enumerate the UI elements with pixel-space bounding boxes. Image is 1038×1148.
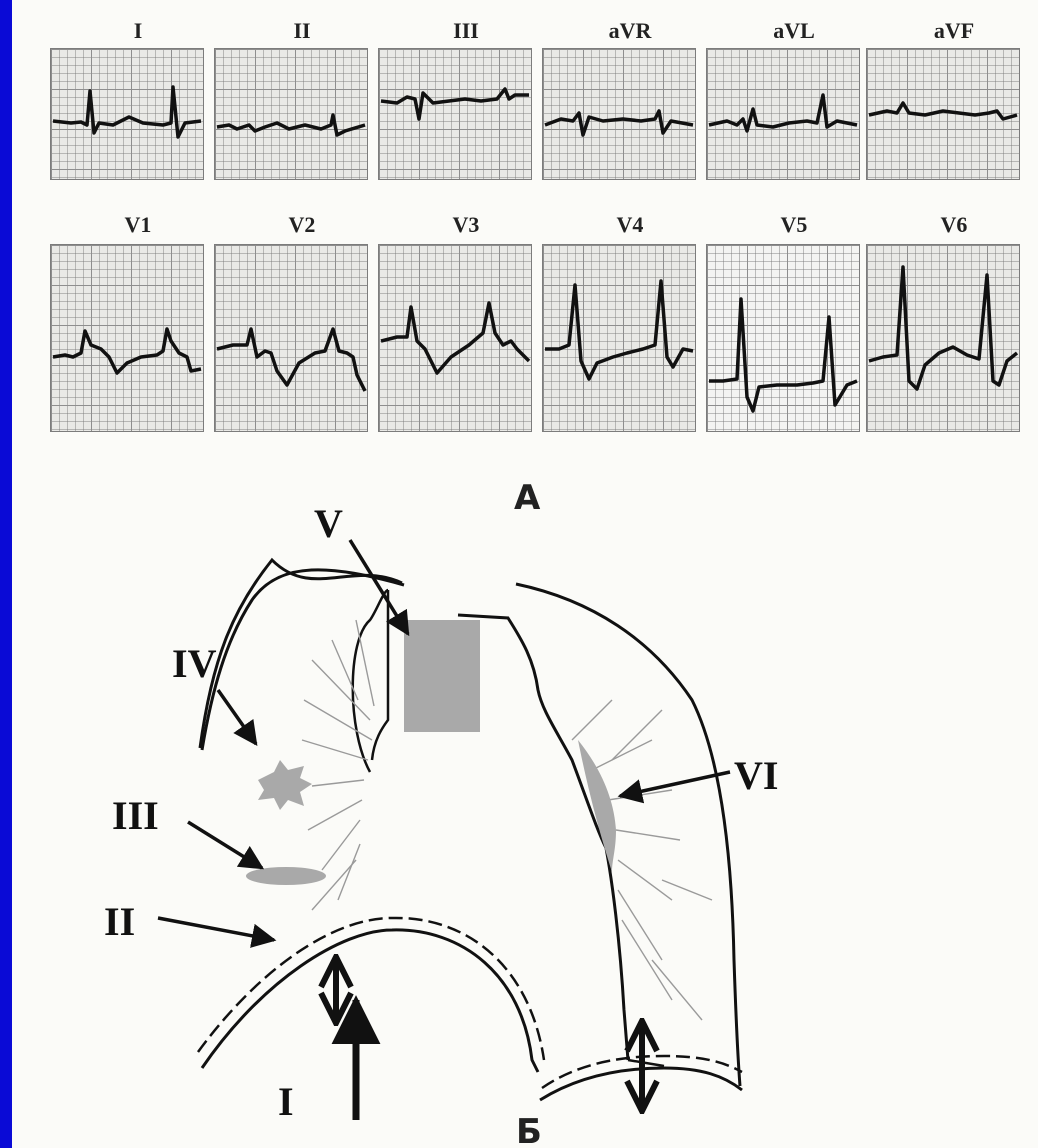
diaphragm-left-arc-dashed [198,918,544,1060]
heart-left-border [200,568,404,748]
inner-left-wall [353,590,388,772]
lesion-zone-V [404,620,480,732]
arrow-zone-V [350,540,408,634]
lesion-zone-IV-star [258,760,312,810]
aortic-root-left [372,590,388,760]
lesion-zone-III [246,867,326,885]
label-zone-II: II [104,898,135,945]
label-zone-III: III [112,792,159,839]
left-outer-wall [200,740,244,748]
label-zone-IV: IV [172,640,216,687]
pericardium-left-arc [200,575,404,748]
arrow-zone-IV [218,690,256,744]
figure-frame: I II III aVR aVL aVF V1 V2 V3 V4 V5 V6 А [12,0,1038,1148]
outer-right-wall [516,584,740,1086]
left-pericardial-line [202,570,404,750]
label-zone-V: V [314,500,343,547]
label-zone-I: I [278,1078,294,1125]
right-radiating-marks [572,700,712,1020]
panel-label-b: Б [516,1112,542,1148]
arrow-zone-III [188,822,262,868]
pericardium-left-outline [200,560,402,748]
arrow-zone-II [158,918,274,940]
right-base-line [628,1060,664,1066]
lesion-zone-VI [578,740,616,872]
arrow-zone-VI [620,772,730,796]
label-zone-VI: VI [734,752,778,799]
left-radiating-marks [302,620,374,910]
heart-schematic [12,0,1038,1148]
